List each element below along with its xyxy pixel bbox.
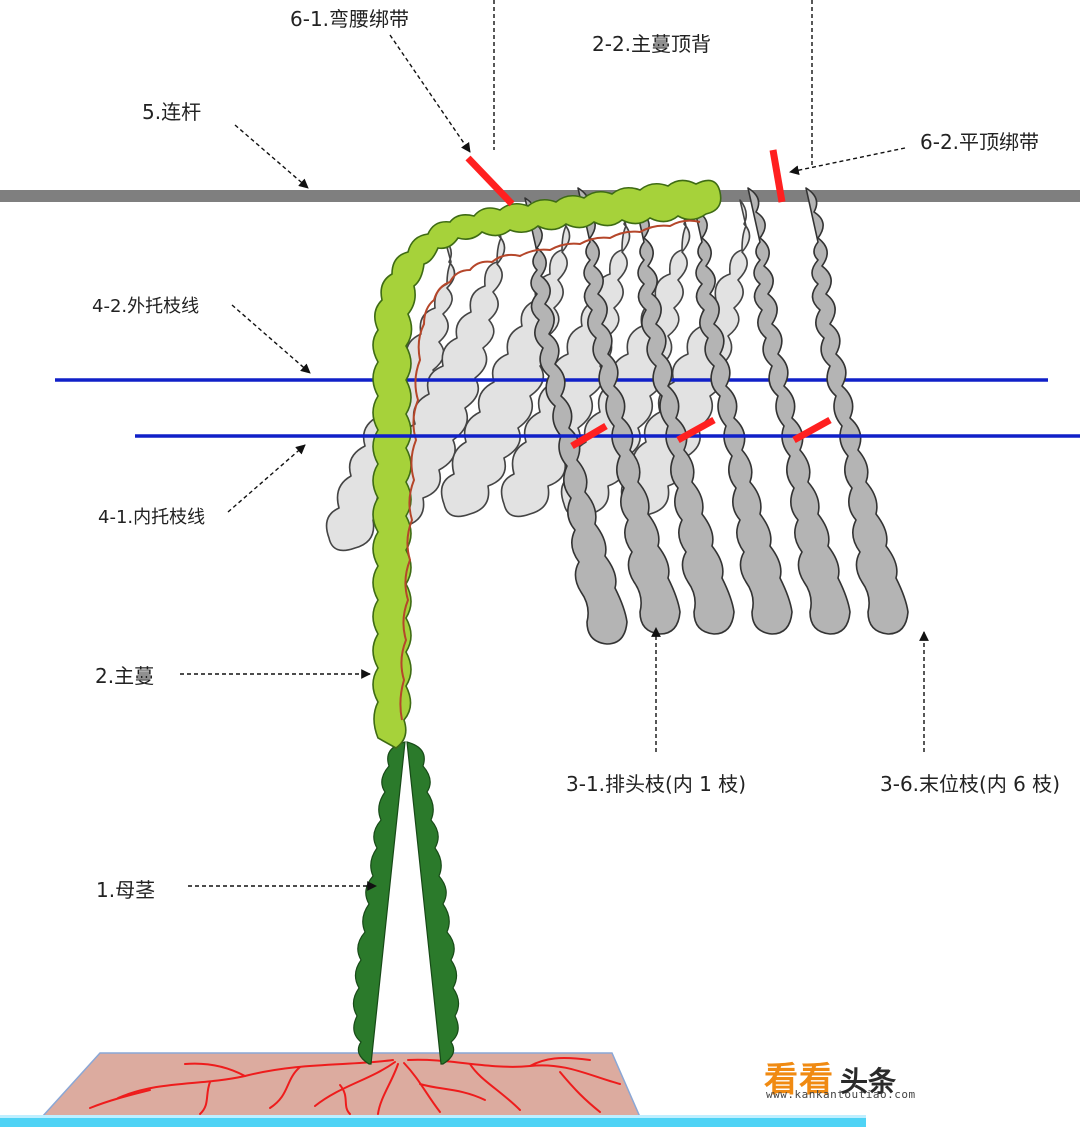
watermark-logo: 看看头条: [764, 1052, 896, 1101]
branch-tie-1: [570, 422, 608, 450]
branch-3-1: [524, 197, 628, 645]
label-outer-wire: 4-2.外托枝线: [92, 296, 200, 317]
label-bend-tie: 6-1.弯腰绑带: [290, 7, 410, 31]
label-flat-top-tie: 6-2.平顶绑带: [920, 130, 1040, 154]
mother-stem: [352, 741, 460, 1065]
bottom-accent-line: [0, 1115, 866, 1118]
label-tie-rod: 5.连杆: [142, 100, 202, 124]
label-main-vine-top: 2-2.主蔓顶背: [592, 32, 712, 56]
front-branches: [524, 187, 909, 645]
label-main-vine: 2.主蔓: [95, 664, 155, 688]
leader-lines: [180, 0, 929, 891]
watermark-brand: 看看: [764, 1060, 834, 1100]
leader-outer-wire: [231, 304, 311, 374]
branch-tie-2: [676, 416, 716, 444]
label-last-branch: 3-6.末位枝(内 6 枝): [880, 772, 1061, 796]
main-vine: [372, 179, 722, 749]
leader-bend-tie: [389, 34, 471, 153]
label-first-branch: 3-1.排头枝(内 1 枝): [566, 772, 747, 796]
bottom-accent-bar: [0, 1118, 866, 1127]
branch-tie-3: [792, 416, 832, 444]
leader-inner-wire: [227, 444, 306, 513]
watermark-brand-suffix: 头条: [840, 1065, 897, 1098]
bend-tie: [465, 155, 515, 207]
leader-tie-rod: [234, 124, 309, 189]
label-inner-wire: 4-1.内托枝线: [98, 507, 206, 528]
flat-top-tie: [769, 149, 786, 203]
watermark-url: www.kankantoutiao.com: [766, 1088, 916, 1101]
label-mother-stem: 1.母茎: [96, 878, 156, 902]
ties: [465, 149, 832, 450]
leader-flat-top-tie: [789, 147, 906, 175]
branch-3-6: [805, 187, 909, 635]
